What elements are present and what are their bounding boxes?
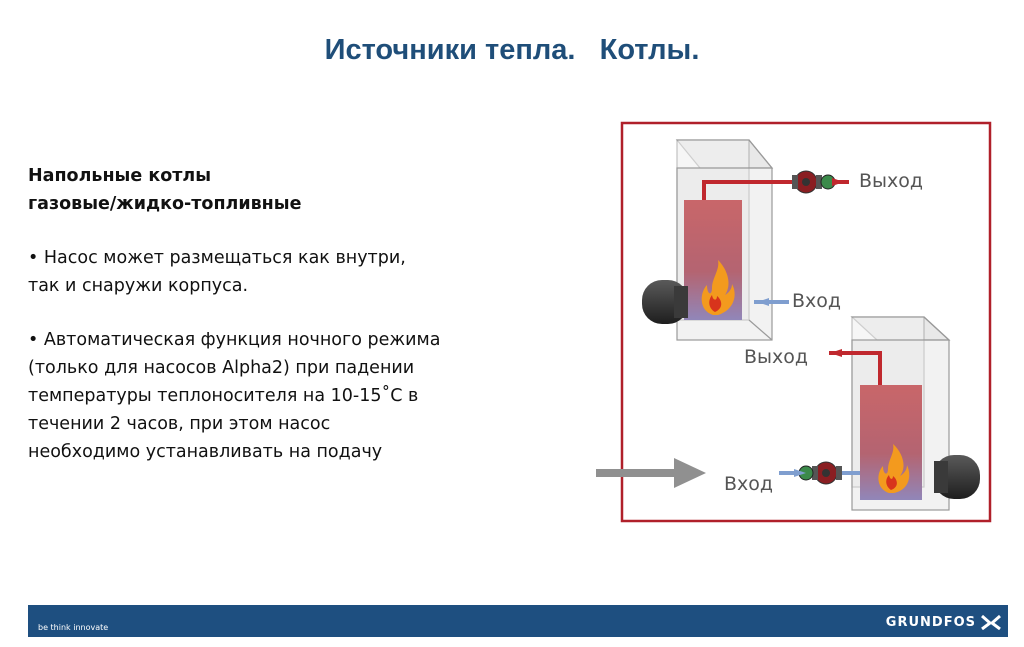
paragraph2-line-1: • Автоматическая функция ночного режима	[28, 330, 441, 350]
top-boiler-icon	[675, 139, 849, 341]
inlet-arrow-icon	[757, 298, 769, 306]
footer-bar: be think innovate GRUNDFOS	[28, 605, 1008, 637]
inlet-arrow-icon	[794, 469, 806, 477]
boiler-diagram: Выход Вход Выход	[594, 120, 994, 525]
boiler-diagram-svg: Выход Вход Выход	[596, 121, 992, 523]
paragraph-pump-location: • Насос может размещаться как внутри, та…	[28, 244, 406, 300]
bottom-inlet-label: Вход	[724, 473, 773, 495]
top-outlet-label: Выход	[859, 170, 923, 192]
paragraph-night-mode: • Автоматическая функция ночного режима …	[28, 326, 440, 466]
flame-icon	[878, 444, 910, 493]
footer-tagline: be think innovate	[38, 623, 109, 632]
paragraph2-line-5: необходимо устанавливать на подачу	[28, 442, 383, 462]
bottom-boiler-icon	[829, 316, 951, 511]
slide-title: Источники тепла. Котлы.	[324, 34, 700, 66]
pump-icon	[792, 170, 836, 194]
paragraph1-line-1: • Насос может размещаться как внутри,	[28, 248, 406, 268]
burner-icon	[934, 455, 980, 499]
paragraph2-line-4: течении 2 часов, при этом насос	[28, 414, 331, 434]
grundfos-x-icon	[981, 614, 1001, 630]
flame-icon	[701, 260, 735, 315]
arrow-icon	[596, 458, 706, 488]
outlet-arrow-icon	[830, 349, 842, 357]
subtitle-line-1: Напольные котлы	[28, 166, 212, 186]
top-inlet-label: Вход	[792, 290, 841, 312]
paragraph1-line-2: так и снаружи корпуса.	[28, 276, 249, 296]
subtitle-line-2: газовые/жидко-топливные	[28, 194, 302, 214]
burner-icon	[642, 280, 688, 324]
outlet-arrow-icon	[832, 178, 844, 186]
paragraph2-line-2: (только для насосов Alpha2) при падении	[28, 358, 415, 378]
paragraph2-line-3: температуры теплоносителя на 10-15˚С в	[28, 386, 419, 406]
grundfos-logo: GRUNDFOS	[886, 611, 1002, 633]
bottom-outlet-label: Выход	[744, 346, 808, 368]
logo-text: GRUNDFOS	[885, 614, 976, 630]
subtitle: Напольные котлы газовые/жидко-топливные	[28, 162, 301, 218]
